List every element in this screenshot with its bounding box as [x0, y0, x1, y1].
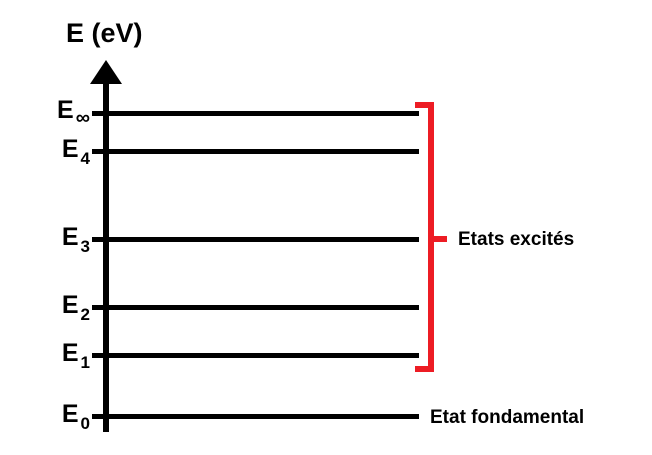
level-symbol: E: [61, 291, 79, 319]
excited-states-label: Etats excités: [458, 229, 575, 250]
level-subscript: 1: [80, 353, 90, 372]
bracket-outline: [415, 102, 434, 372]
level-symbol: E: [61, 339, 79, 367]
level-symbol: E: [57, 96, 74, 124]
axis-arrowhead-icon: [90, 60, 122, 84]
ground-state-label: Etat fondamental: [430, 407, 585, 428]
level-line-e-3: [92, 237, 419, 242]
axis-title: E (eV): [66, 18, 143, 48]
level-label-e-infinity: E∞: [14, 96, 90, 129]
level-line-e-2: [92, 305, 419, 310]
level-symbol: E: [61, 135, 79, 163]
level-subscript: 4: [80, 149, 90, 168]
level-symbol: E: [61, 223, 79, 251]
level-subscript: 2: [80, 305, 90, 324]
level-line-e-infinity: [92, 111, 419, 116]
level-subscript: 0: [80, 414, 90, 433]
level-line-e-1: [92, 353, 419, 358]
level-line-e-0: [92, 414, 419, 419]
level-subscript: 3: [80, 237, 90, 256]
level-line-e-4: [92, 149, 419, 154]
level-subscript: ∞: [75, 107, 90, 129]
level-symbol: E: [61, 400, 79, 428]
